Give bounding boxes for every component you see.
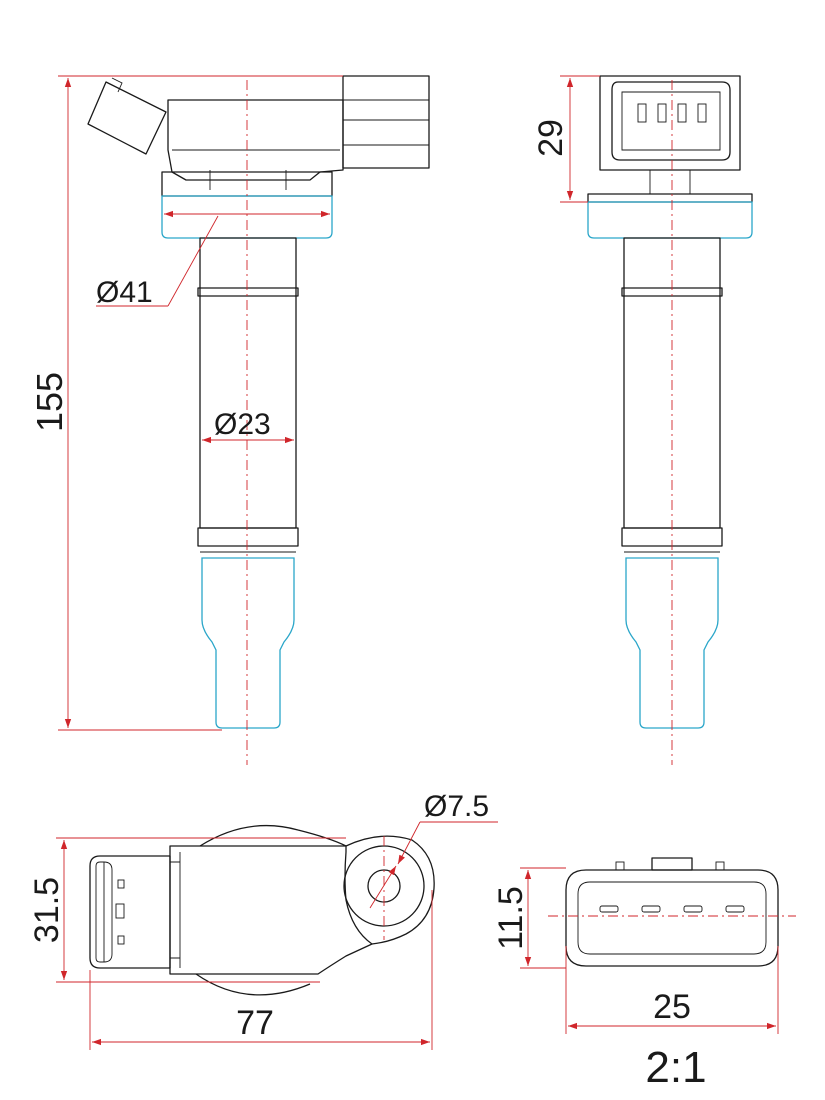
- side-view: [587, 75, 753, 765]
- dimension-total-length: 155: [29, 75, 343, 731]
- mount-hole-label: Ø7.5: [424, 790, 489, 823]
- dimension-overall-width: 77: [89, 890, 433, 1050]
- dimension-mount-hole: Ø7.5: [369, 790, 498, 909]
- body-width-label: 31.5: [28, 877, 66, 943]
- plug-width-label: 25: [653, 988, 691, 1026]
- dimension-plug-height: 11.5: [492, 867, 566, 969]
- flange-diameter-label: Ø41: [96, 276, 153, 309]
- scale-label: 2:1: [645, 1043, 706, 1092]
- plug-height-label: 11.5: [492, 886, 530, 950]
- dimension-body-diameter: Ø23: [202, 408, 294, 444]
- connector-height-label: 29: [532, 119, 570, 157]
- dimension-flange-diameter: Ø41: [96, 210, 330, 309]
- body-diameter-label: Ø23: [214, 408, 271, 441]
- plug-end-view: [548, 857, 796, 967]
- total-length-label: 155: [29, 372, 70, 432]
- top-view: [89, 824, 435, 996]
- dimension-connector-height: 29: [532, 75, 600, 203]
- front-view: [87, 75, 430, 765]
- dimension-plug-width: 25: [565, 946, 779, 1034]
- dimension-body-width: 31.5: [28, 837, 346, 983]
- overall-width-label: 77: [236, 1004, 274, 1042]
